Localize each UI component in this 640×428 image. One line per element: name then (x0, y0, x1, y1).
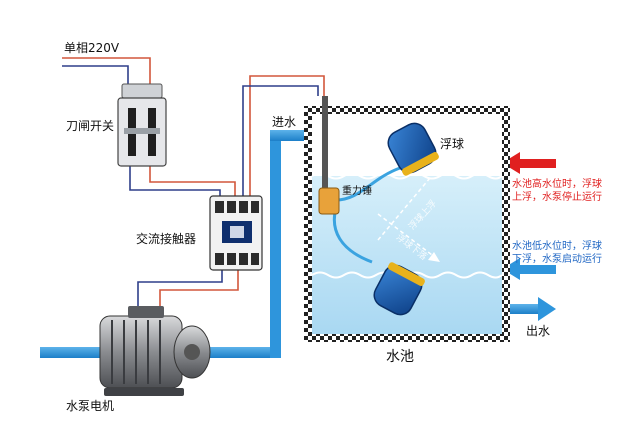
ac-contactor (209, 195, 263, 271)
switch-wire-red (149, 166, 236, 198)
knife-switch (117, 83, 167, 167)
switch-wire-blue (129, 166, 221, 198)
high-level-note-line-1: 水池高水位时，浮球 (512, 179, 602, 190)
high-level-note-line-2: 上浮，水泵停止运行 (512, 192, 602, 203)
control-wire-red (249, 75, 325, 198)
float-ball-lower (373, 262, 425, 316)
high-level-arrow-body (520, 159, 556, 168)
outlet-arrowhead (538, 297, 556, 321)
inlet-pipe (270, 130, 306, 141)
water-out-label: 出水 (526, 324, 551, 338)
float-ball-label: 浮球 (440, 137, 465, 151)
float-cable-entry (322, 96, 328, 188)
water-surface-wave-high (311, 172, 503, 180)
float-switch (318, 96, 439, 316)
float-motion-arrow-down-head (428, 252, 440, 262)
low-level-note-line-1: 水池低水位时，浮球 (512, 241, 602, 252)
high-level-arrowhead (502, 152, 520, 174)
water-in-label: 进水 (272, 115, 297, 129)
pool-label: 水池 (386, 349, 414, 365)
motor-wire-red (159, 268, 239, 312)
motor-wire-blue (137, 268, 223, 312)
control-wire-blue (242, 85, 319, 198)
power-wire-red (62, 57, 151, 92)
pipes (40, 122, 556, 358)
contactor-label: 交流接触器 (136, 232, 197, 246)
low-level-arrowhead (502, 258, 520, 280)
power-supply-label: 单相220V (64, 41, 120, 55)
float-ball-upper (387, 122, 439, 176)
low-level-arrow-body (520, 265, 556, 274)
discharge-pipe-horizontal (205, 347, 281, 358)
float-motion-arrow-up-head (436, 160, 446, 172)
knife-switch-label: 刀闸开关 (66, 119, 115, 133)
pump-motor (99, 306, 211, 396)
wiring (62, 57, 325, 312)
suction-pipe (40, 347, 100, 358)
float-motion-arrow-up (377, 165, 441, 241)
outlet-pipe (500, 304, 538, 314)
discharge-pipe-vertical (270, 140, 281, 358)
float-motion-arrow-down (377, 213, 437, 259)
low-level-note-line-2: 下浮，水泵启动运行 (512, 254, 602, 265)
power-wire-blue (62, 65, 129, 92)
low-level-note: 水池低水位时，浮球 下浮，水泵启动运行 (512, 240, 602, 266)
gravity-weight (318, 187, 340, 215)
high-level-note: 水池高水位时，浮球 上浮，水泵停止运行 (512, 178, 602, 204)
gravity-weight-label: 重力锤 (342, 186, 372, 197)
pump-motor-label: 水泵电机 (66, 399, 115, 413)
float-cable-upper (335, 166, 401, 202)
